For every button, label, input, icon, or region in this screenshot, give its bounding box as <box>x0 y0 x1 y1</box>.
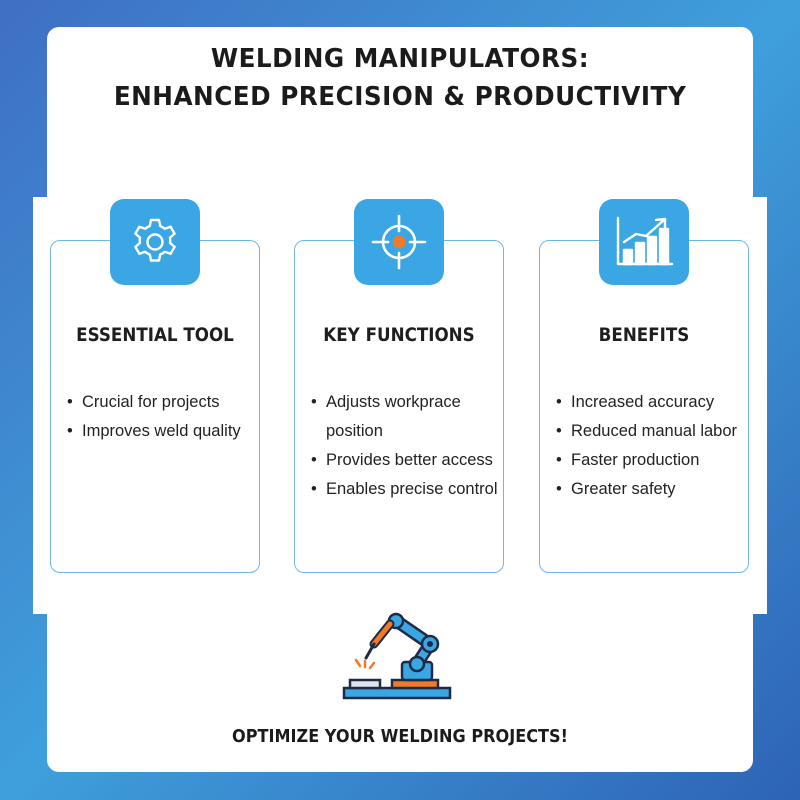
footer-cta: OPTIMIZE YOUR WELDING PROJECTS! <box>232 727 568 747</box>
bar-chart-growth-icon <box>599 199 689 285</box>
list-item: Adjusts workprace position <box>311 388 499 446</box>
card-benefits: BENEFITS Increased accuracy Reduced manu… <box>539 199 749 573</box>
list-item: Improves weld quality <box>67 417 255 446</box>
list-item: Reduced manual labor <box>556 417 744 446</box>
page-title-line-1: WELDING MANIPULATORS: <box>210 44 590 74</box>
card-title: KEY FUNCTIONS <box>323 324 475 346</box>
gear-icon <box>110 199 200 285</box>
card-essential-tool: ESSENTIAL TOOL Crucial for projects Impr… <box>50 199 260 573</box>
robotic-welding-arm-icon <box>342 612 452 700</box>
card-key-functions: KEY FUNCTIONS Adjusts workprace position… <box>294 199 504 573</box>
list-item: Faster production <box>556 446 744 475</box>
crosshair-target-icon <box>354 199 444 285</box>
bullet-list: Adjusts workprace position Provides bett… <box>311 388 499 504</box>
bullet-list: Crucial for projects Improves weld quali… <box>67 388 255 446</box>
list-item: Provides better access <box>311 446 499 475</box>
list-item: Crucial for projects <box>67 388 255 417</box>
list-item: Enables precise control <box>311 475 499 504</box>
card-title: BENEFITS <box>598 324 690 346</box>
list-item: Greater safety <box>556 475 744 504</box>
list-item: Increased accuracy <box>556 388 744 417</box>
bullet-list: Increased accuracy Reduced manual labor … <box>556 388 744 504</box>
card-title: ESSENTIAL TOOL <box>76 324 234 346</box>
page-title-line-2: ENHANCED PRECISION & PRODUCTIVITY <box>113 82 687 112</box>
page-title: WELDING MANIPULATORS: ENHANCED PRECISION… <box>20 40 780 116</box>
